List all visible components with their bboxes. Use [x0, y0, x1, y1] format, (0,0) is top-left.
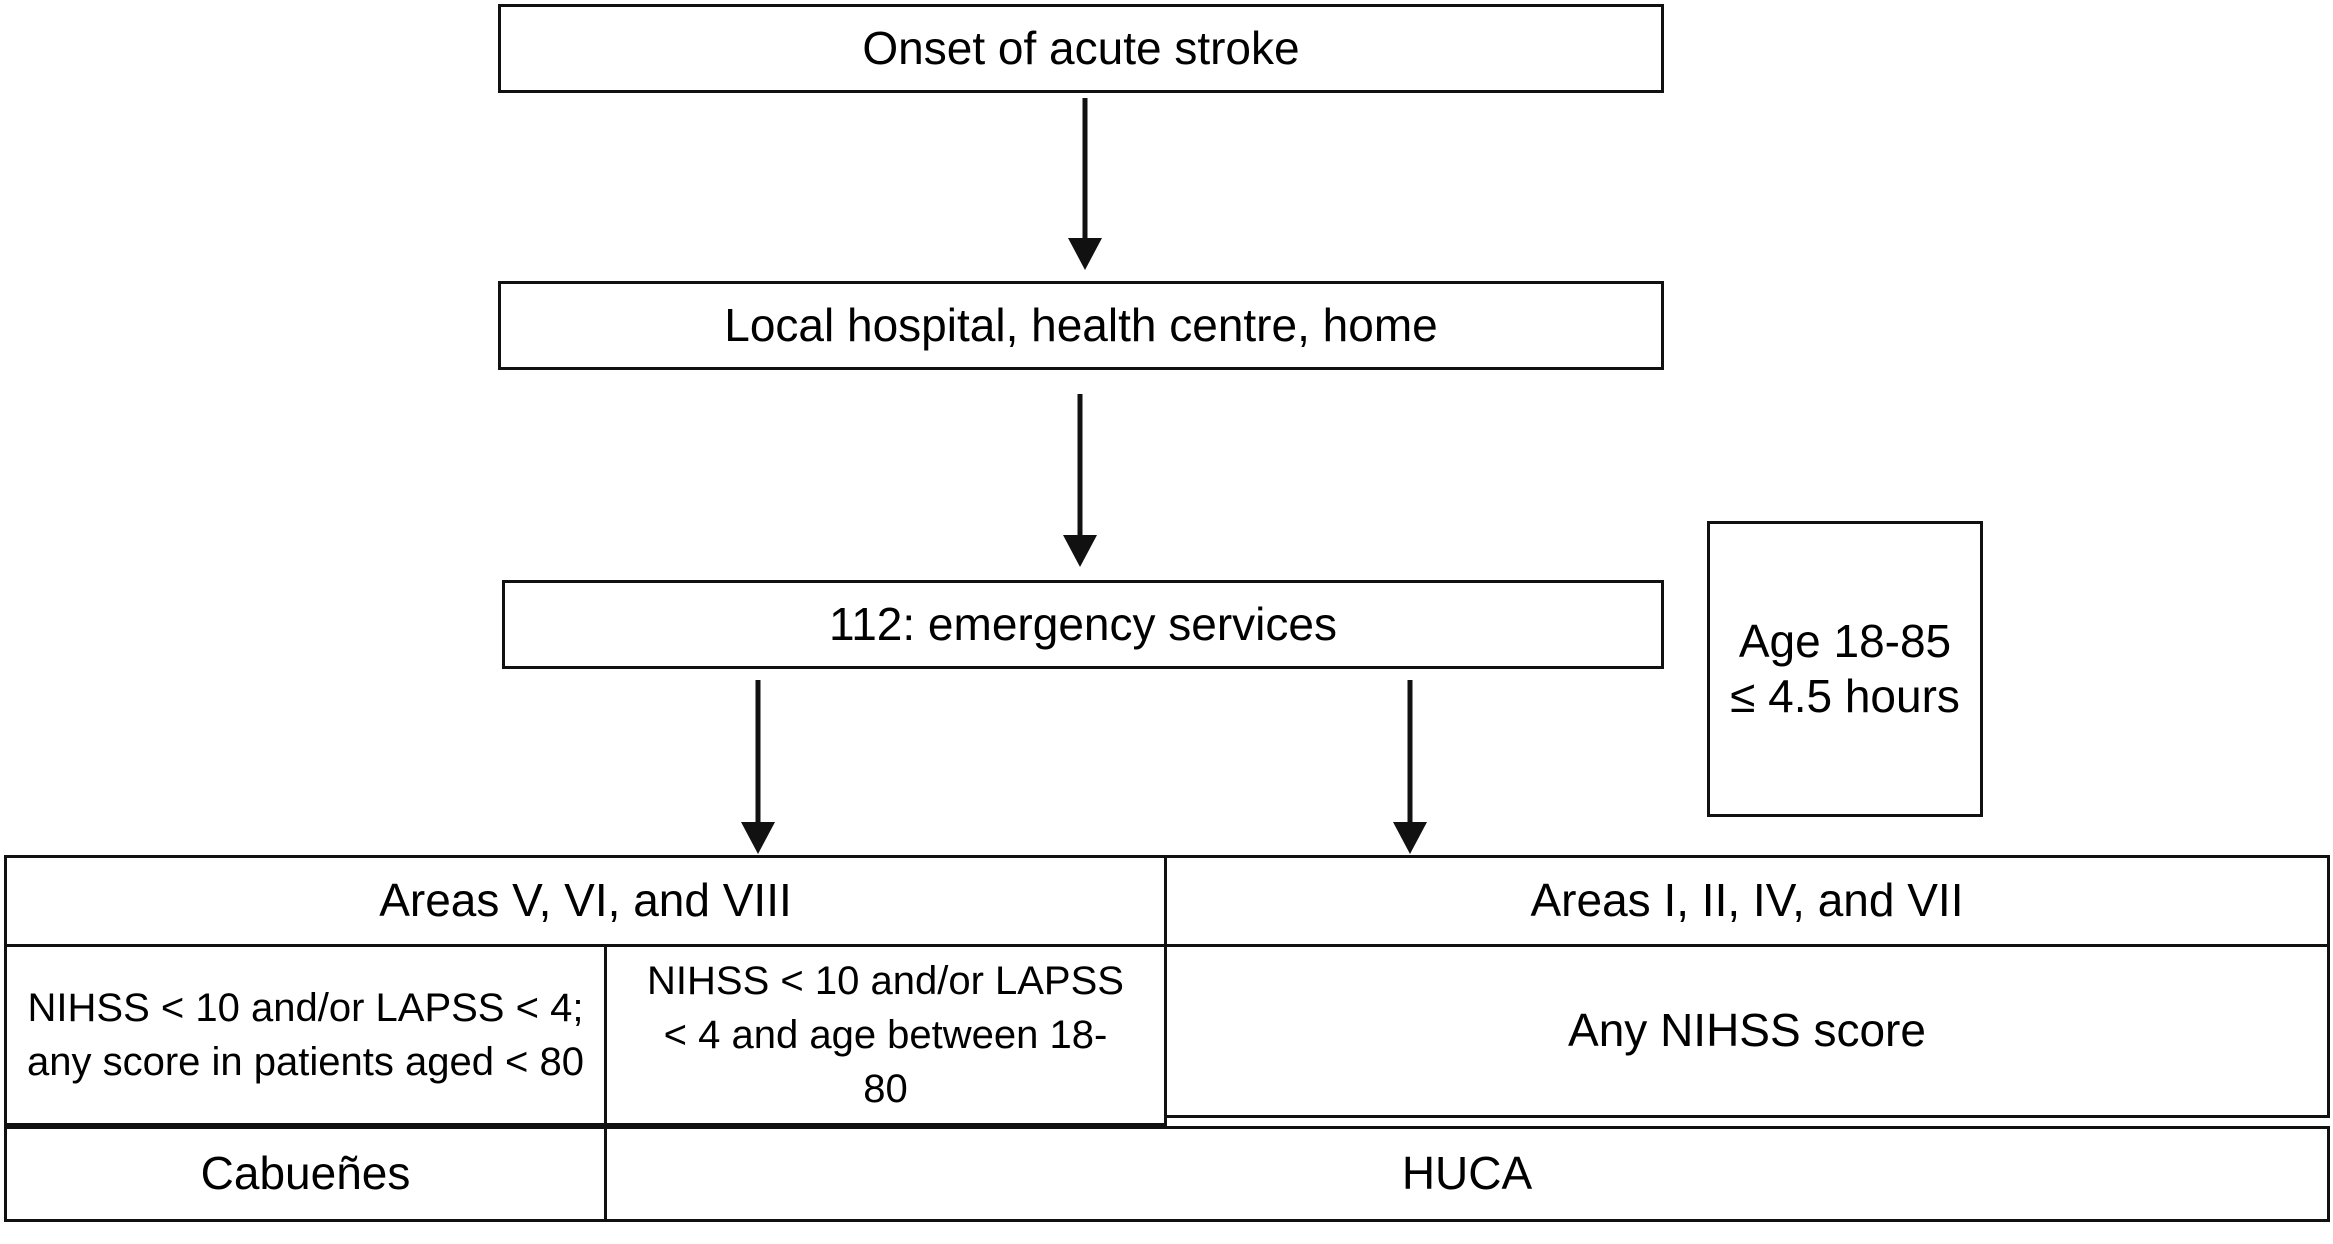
right-areas-header: Areas I, II, IV, and VII [1164, 855, 2330, 947]
right-condition: Any NIHSS score [1164, 944, 2330, 1118]
left-areas-header: Areas V, VI, and VIII [4, 855, 1167, 947]
left-condition-a: NIHSS < 10 and/or LAPSS < 4; any score i… [4, 944, 607, 1126]
local-care-box: Local hospital, health centre, home [498, 281, 1664, 370]
right-areas-label: Areas I, II, IV, and VII [1530, 874, 1964, 927]
local-care-label: Local hospital, health centre, home [724, 298, 1438, 351]
inclusion-criteria-box: Age 18-85 ≤ 4.5 hours [1707, 521, 1983, 817]
hospital-cabuenes: Cabueñes [4, 1126, 607, 1222]
criteria-age: Age 18-85 [1738, 614, 1952, 667]
left-condition-b: NIHSS < 10 and/or LAPSS < 4 and age betw… [604, 944, 1167, 1126]
hospital-cabuenes-label: Cabueñes [200, 1147, 411, 1200]
right-condition-label: Any NIHSS score [1568, 1004, 1926, 1057]
onset-label: Onset of acute stroke [862, 21, 1300, 74]
hospital-huca: HUCA [604, 1126, 2330, 1222]
arrowhead-onset-to-local [1068, 238, 1102, 270]
emergency-services-box: 112: emergency services [502, 580, 1664, 669]
arrowhead-local-to-emergency [1063, 535, 1097, 567]
left-condition-b-label: NIHSS < 10 and/or LAPSS < 4 and age betw… [647, 959, 1124, 1111]
arrowhead-emergency-to-left [741, 822, 775, 854]
onset-box: Onset of acute stroke [498, 4, 1664, 93]
left-condition-a-label: NIHSS < 10 and/or LAPSS < 4; any score i… [26, 986, 585, 1084]
arrowhead-emergency-to-right [1393, 822, 1427, 854]
left-areas-label: Areas V, VI, and VIII [379, 874, 792, 927]
criteria-time: ≤ 4.5 hours [1730, 670, 1960, 722]
hospital-huca-label: HUCA [1401, 1147, 1533, 1200]
emergency-services-label: 112: emergency services [829, 597, 1337, 650]
